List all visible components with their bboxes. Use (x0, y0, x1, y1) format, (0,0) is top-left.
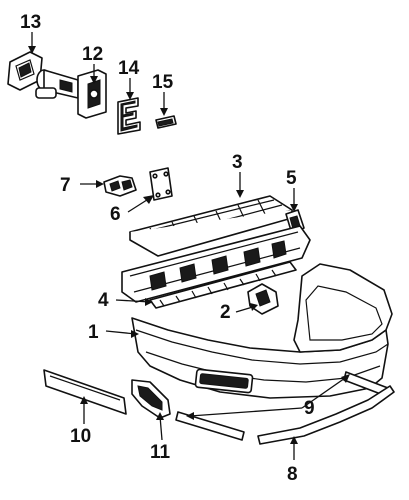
part-3-energy-absorber (129, 195, 293, 257)
callout-14: 14 (118, 58, 140, 79)
callout-12: 12 (82, 44, 103, 65)
part-14-letter-emblem (117, 97, 141, 135)
callout-6: 6 (110, 204, 121, 225)
callout-2: 2 (220, 302, 231, 323)
callout-3: 3 (232, 152, 243, 173)
callout-4: 4 (98, 290, 109, 311)
part-8-lower-strip (257, 385, 395, 445)
leader-lines (28, 32, 350, 460)
callout-11: 11 (150, 442, 171, 463)
callout-8: 8 (287, 464, 298, 485)
part-6-plate (149, 167, 173, 201)
bumper-reinforcement-bar (121, 225, 311, 303)
callout-13: 13 (20, 12, 41, 33)
callout-9: 9 (304, 398, 315, 419)
part-9-left-molding (175, 411, 245, 441)
part-1-bumper-cover (131, 263, 393, 399)
callout-1: 1 (88, 322, 99, 343)
callout-5: 5 (286, 168, 297, 189)
callout-labels: 13 12 14 15 7 6 3 5 4 2 1 9 10 11 8 (20, 12, 315, 485)
callout-15: 15 (152, 72, 174, 93)
part-12-energy-absorber (35, 69, 107, 119)
part-4-lower-strip (149, 261, 297, 309)
part-7-bracket (103, 175, 137, 197)
part-10-panel-strip (43, 369, 127, 415)
part-15-clip (155, 115, 177, 129)
callout-7: 7 (60, 175, 71, 196)
part-11-reflector (131, 379, 171, 419)
callout-10: 10 (70, 426, 91, 447)
